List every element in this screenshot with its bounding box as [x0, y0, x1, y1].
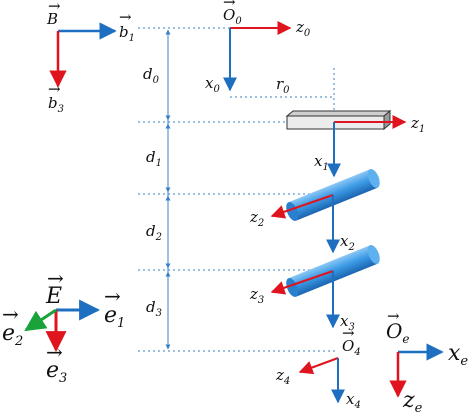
frame-e: E → e1 → e2 → e3 → — [2, 266, 125, 386]
e3-vector-mark: → — [46, 340, 63, 364]
x2-label: x2 — [340, 232, 355, 253]
z2-axis-arrow — [270, 194, 334, 219]
b1-vector-mark: → — [119, 8, 132, 26]
z0-label: z0 — [295, 18, 311, 39]
z3-axis-arrow — [270, 270, 334, 295]
b-vector-mark: → — [48, 0, 61, 15]
frame-b: B → b1 → b3 → — [46, 0, 135, 115]
frame-4: O4 → z4 x4 — [275, 324, 361, 411]
z4-axis-arrow — [298, 357, 339, 375]
e2-axis-arrow — [24, 308, 57, 332]
frame-2: z2 x2 — [249, 194, 355, 254]
oe-label: Oe — [386, 319, 410, 346]
b3-vector-mark: → — [48, 80, 61, 98]
e3-label: e3 — [46, 358, 67, 386]
frame-0: O0 → z0 x0 r0 — [205, 0, 311, 96]
b3-label: b3 — [48, 94, 64, 115]
e2-vector-mark: → — [2, 302, 19, 326]
x3-label: x3 — [340, 312, 355, 333]
ze-label: ze — [402, 388, 423, 416]
oe-vector-mark: → — [387, 307, 400, 325]
r0-label: r0 — [276, 75, 290, 96]
x4-label: x4 — [346, 390, 361, 411]
e-origin-label: E — [45, 284, 62, 309]
frame-3: z3 x3 — [249, 270, 355, 333]
frame-1: z1 x1 — [314, 114, 425, 178]
o4-vector-mark: → — [342, 324, 355, 342]
d0-label: d0 — [143, 65, 160, 86]
xe-label: xe — [448, 341, 468, 369]
b1-label: b1 — [119, 23, 135, 44]
z4-label: z4 — [275, 366, 290, 387]
d1-label: d1 — [146, 148, 162, 169]
e1-label: e1 — [104, 303, 125, 331]
z3-label: z3 — [249, 285, 264, 306]
e-vector-mark: → — [47, 266, 64, 290]
o4-label: O4 — [342, 337, 361, 358]
x0-label: x0 — [205, 74, 220, 95]
o0-vector-mark: → — [223, 0, 236, 11]
b-origin-label: B — [46, 10, 58, 28]
e1-vector-mark: → — [104, 284, 121, 308]
z2-label: z2 — [249, 208, 264, 229]
z1-label: z1 — [410, 114, 425, 135]
d2-label: d2 — [146, 222, 162, 243]
e2-label: e2 — [2, 321, 23, 349]
d3-label: d3 — [146, 298, 162, 319]
frame-oe: Oe → xe ze — [386, 307, 468, 416]
link-1-box — [285, 109, 392, 131]
o0-label: O0 — [223, 6, 242, 27]
level-guides — [138, 27, 338, 352]
x1-label: x1 — [314, 152, 329, 173]
